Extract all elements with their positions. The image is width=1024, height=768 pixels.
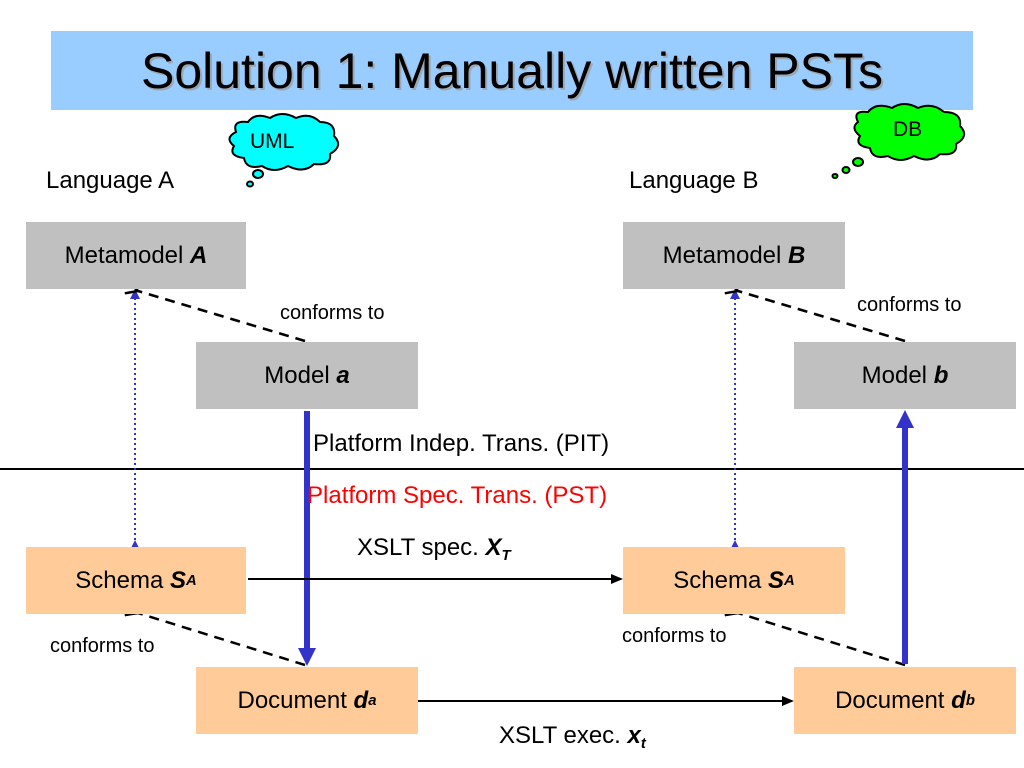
conforms-label-bottom-left: conforms to [50,635,155,657]
schema-right-var: S [767,566,784,594]
schema-right-text: Schema [673,566,768,594]
xslt-spec-text: XSLT spec. [357,534,486,561]
xslt-exec-text: XSLT exec. [499,722,628,749]
metamodel-b-var: B [788,241,806,269]
cloud-db-label: DB [893,118,923,141]
xslt-spec-var: X [485,534,502,561]
metamodel-a-var: A [190,241,208,269]
metamodel-a-box: Metamodel A [26,222,246,289]
xslt-exec-label: XSLT exec. xt [499,722,646,752]
document-a-text: Document [237,686,354,714]
xslt-exec-sub: t [640,736,646,753]
model-b-box: Model b [794,342,1016,409]
schema-left-sub: A [185,572,197,589]
conforms-label-bottom-right: conforms to [622,625,727,647]
schema-left-text: Schema [75,566,170,594]
schema-right-sub: A [783,572,795,589]
xslt-spec-sub: T [501,548,511,565]
cloud-uml-label: UML [250,130,295,153]
page-title: Solution 1: Manually written PSTs [140,42,884,99]
xslt-spec-label: XSLT spec. XT [357,534,511,564]
document-a-var: d [353,686,369,714]
conforms-arrow-top-right [738,291,906,343]
conforms-label-top-left: conforms to [280,302,385,324]
title-bar [51,31,973,110]
model-a-var: a [336,361,350,389]
pst-label: Platform Spec. Trans. (PST) [307,482,608,509]
pit-label: Platform Indep. Trans. (PIT) [313,430,610,457]
conforms-arrow-bottom-right [738,613,906,667]
conforms-arrow-top-left [138,291,306,343]
document-b-sub: b [965,692,975,709]
document-a-sub: a [368,692,377,709]
document-b-var: d [951,686,966,714]
language-b-label: Language B [629,167,759,194]
conforms-label-top-right: conforms to [857,294,962,316]
conforms-arrow-bottom-left [138,613,306,667]
metamodel-a-text: Metamodel [64,241,191,269]
cloud-uml [228,113,340,188]
cloud-db [831,103,966,179]
metamodel-b-box: Metamodel B [623,222,845,289]
xslt-exec-var: x [627,722,641,749]
model-a-box: Model a [196,342,418,409]
model-b-text: Model [861,361,934,389]
model-b-var: b [933,361,949,389]
schema-left-var: S [169,566,186,594]
model-a-text: Model [264,361,337,389]
metamodel-b-text: Metamodel [662,241,789,269]
document-b-text: Document [835,686,952,714]
language-a-label: Language A [46,167,175,194]
